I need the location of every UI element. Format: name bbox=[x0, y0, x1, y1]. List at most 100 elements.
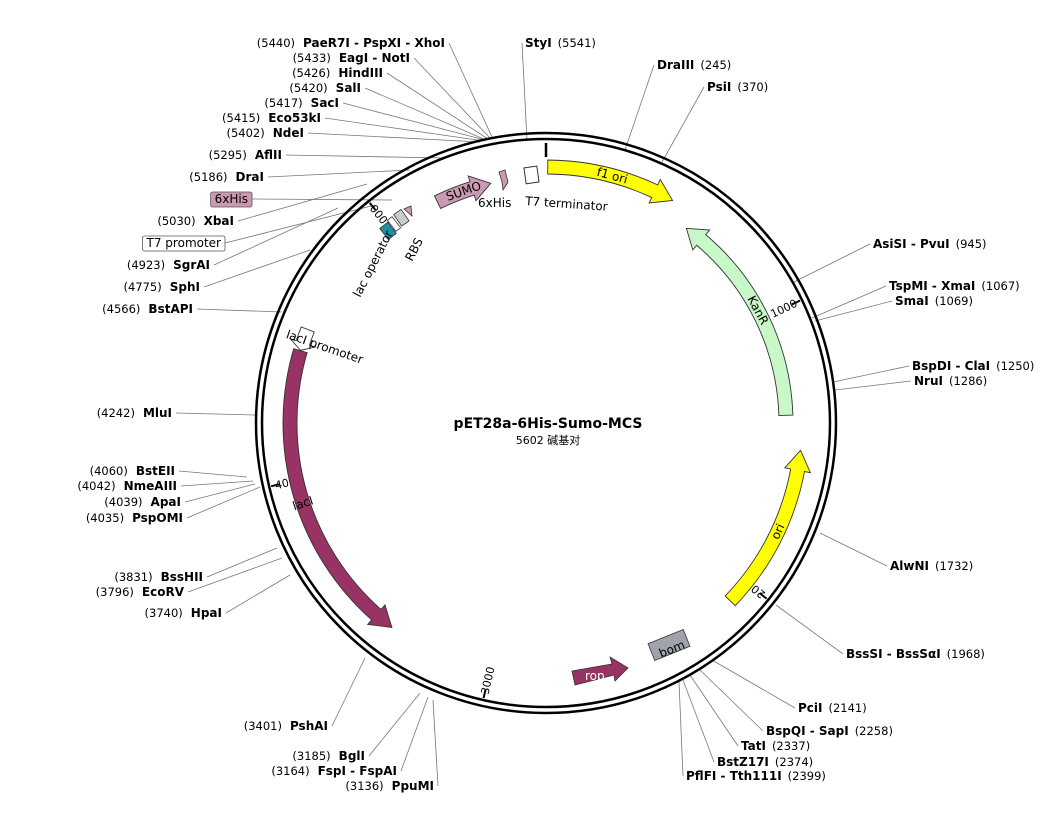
site-position: (2374) bbox=[775, 755, 813, 769]
site-name: 6xHis bbox=[215, 192, 248, 206]
site-position: (5295) bbox=[209, 148, 247, 162]
site-leader bbox=[285, 154, 446, 159]
site-leader bbox=[711, 659, 796, 709]
feature-f1-ori-arrow bbox=[547, 159, 674, 204]
rbs-feature[interactable]: RBS bbox=[393, 205, 426, 263]
site-label[interactable]: BglI(3185) bbox=[292, 749, 365, 763]
site-label[interactable]: 6xHis bbox=[210, 191, 253, 208]
site-label[interactable]: PshAI(3401) bbox=[244, 719, 328, 733]
center-title: pET28a-6His-Sumo-MCS 5602 碱基对 bbox=[454, 416, 643, 447]
site-position: (4042) bbox=[77, 479, 115, 493]
site-label[interactable]: PciI(2141) bbox=[798, 701, 867, 715]
site-label[interactable]: T7 promoter bbox=[142, 235, 226, 252]
site-label[interactable]: NruI(1286) bbox=[914, 374, 987, 388]
site-label[interactable]: NmeAIII(4042) bbox=[77, 479, 177, 493]
site-label[interactable]: SacI(5417) bbox=[264, 96, 339, 110]
site-name: DraIII bbox=[657, 58, 694, 72]
feature-laci[interactable]: lacI bbox=[282, 348, 393, 628]
site-label[interactable]: SmaI(1069) bbox=[895, 294, 973, 308]
lac-operator-box bbox=[379, 221, 397, 241]
feature-laci-label: lacI bbox=[291, 493, 315, 513]
feature-ori[interactable]: ori bbox=[724, 449, 812, 607]
site-label[interactable]: EcoRV(3796) bbox=[96, 585, 185, 599]
feature-laci-arrow bbox=[282, 348, 393, 628]
site-leader bbox=[186, 486, 261, 519]
feature-ori-arrow bbox=[724, 449, 812, 607]
his-tag-feature[interactable]: 6xHis bbox=[478, 169, 511, 210]
site-position: (945) bbox=[956, 237, 987, 251]
site-label[interactable]: AflII(5295) bbox=[209, 148, 282, 162]
site-position: (5541) bbox=[558, 36, 596, 50]
site-label[interactable]: PaeR7I - PspXI - XhoI(5440) bbox=[257, 36, 445, 50]
site-label[interactable]: DraI(5186) bbox=[189, 170, 264, 184]
site-label[interactable]: DraIII(245) bbox=[657, 58, 731, 72]
site-label[interactable]: SphI(4775) bbox=[124, 280, 201, 294]
site-label[interactable]: HindIII(5426) bbox=[292, 66, 383, 80]
site-label[interactable]: PpuMI(3136) bbox=[345, 779, 434, 793]
site-position: (1067) bbox=[981, 279, 1019, 293]
site-label[interactable]: BssHII(3831) bbox=[114, 570, 203, 584]
t7-terminator-box-group[interactable]: T7 terminator bbox=[523, 165, 608, 214]
site-leader bbox=[793, 243, 871, 283]
feature-ori-label: ori bbox=[768, 521, 787, 541]
site-label[interactable]: SalI(5420) bbox=[289, 81, 361, 95]
plasmid-size: 5602 碱基对 bbox=[516, 433, 581, 447]
lac-operator-feature[interactable]: lac operator bbox=[350, 216, 402, 300]
site-label[interactable]: XbaI(5030) bbox=[157, 214, 234, 228]
site-position: (5402) bbox=[227, 126, 265, 140]
site-name: PspOMI bbox=[132, 511, 183, 525]
site-name: NdeI bbox=[273, 126, 304, 140]
his-tag-label: 6xHis bbox=[478, 196, 511, 210]
t7-terminator-box bbox=[523, 165, 540, 185]
site-label[interactable]: EagI - NotI(5433) bbox=[293, 51, 410, 65]
site-label[interactable]: TspMI - XmaI(1067) bbox=[889, 279, 1020, 293]
site-label[interactable]: BstEII(4060) bbox=[90, 464, 175, 478]
site-label[interactable]: NdeI (5402) bbox=[227, 126, 305, 140]
site-label[interactable]: AlwNI(1732) bbox=[890, 559, 973, 573]
site-leader bbox=[814, 300, 893, 322]
site-position: (5426) bbox=[292, 66, 330, 80]
site-label[interactable]: BstAPI(4566) bbox=[102, 302, 193, 316]
site-label[interactable]: FspI - FspAI(3164) bbox=[271, 764, 397, 778]
site-name: FspI - FspAI bbox=[318, 764, 397, 778]
site-label[interactable]: AsiSI - PvuI (945) bbox=[873, 237, 987, 251]
tick-mark bbox=[758, 592, 768, 600]
bom-feature[interactable]: bom bbox=[647, 629, 691, 661]
site-label[interactable]: BssSI - BssSαI(1968) bbox=[846, 647, 985, 661]
site-label[interactable]: SgrAI(4923) bbox=[127, 258, 210, 272]
rop-feature[interactable]: rop bbox=[571, 656, 629, 686]
site-leader bbox=[178, 470, 248, 478]
feature-sumo-arrow bbox=[433, 175, 492, 210]
site-label[interactable]: HpaI(3740) bbox=[145, 606, 222, 620]
site-leader bbox=[203, 249, 311, 288]
site-name: SacI bbox=[311, 96, 339, 110]
site-position: (1968) bbox=[947, 647, 985, 661]
site-label[interactable]: Eco53kI(5415) bbox=[222, 111, 321, 125]
site-leader bbox=[819, 532, 888, 567]
site-label[interactable]: MluI(4242) bbox=[97, 406, 172, 420]
site-leader bbox=[624, 64, 655, 151]
site-leader bbox=[661, 86, 705, 163]
site-label[interactable]: BspQI - SapI(2258) bbox=[766, 724, 893, 738]
site-position: (3831) bbox=[114, 570, 152, 584]
tick-label: 3000 bbox=[479, 665, 498, 695]
site-label[interactable]: BspDI - ClaI(1250) bbox=[912, 359, 1034, 373]
rbs-arrowhead bbox=[403, 205, 413, 217]
feature-f1-ori[interactable]: f1 ori bbox=[547, 159, 674, 204]
site-position: (4242) bbox=[97, 406, 135, 420]
site-label[interactable]: PspOMI(4035) bbox=[86, 511, 183, 525]
site-name: XbaI bbox=[204, 214, 234, 228]
site-label[interactable]: PflFI - Tth111I(2399) bbox=[686, 769, 826, 783]
site-name: EagI - NotI bbox=[339, 51, 410, 65]
site-position: (4923) bbox=[127, 258, 165, 272]
site-label[interactable]: StyI(5541) bbox=[525, 36, 596, 50]
site-label[interactable]: ApaI(4039) bbox=[104, 495, 181, 509]
site-name: SmaI bbox=[895, 294, 929, 308]
site-label[interactable]: BstZ17I(2374) bbox=[717, 755, 813, 769]
site-label[interactable]: TatI(2337) bbox=[741, 739, 810, 753]
site-name: AsiSI - PvuI bbox=[873, 237, 950, 251]
site-label[interactable]: PsiI(370) bbox=[707, 80, 768, 94]
feature-tag-box bbox=[210, 191, 253, 208]
site-leader bbox=[213, 207, 339, 266]
